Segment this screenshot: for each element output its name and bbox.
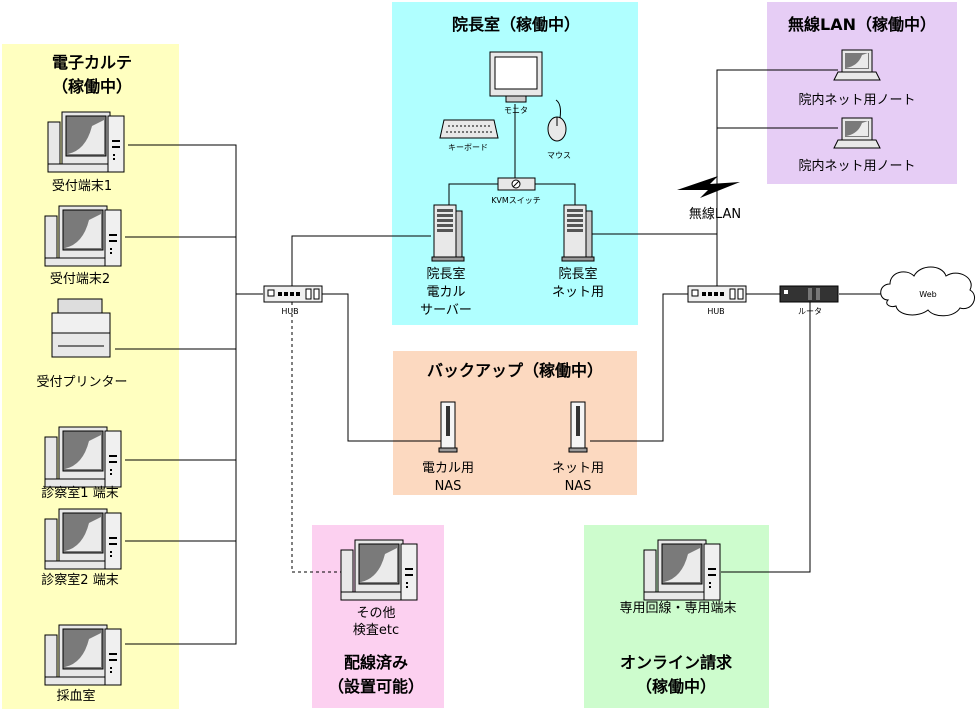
wired-title-2: （設置可能） xyxy=(328,677,424,696)
server-left-label: 電カル xyxy=(426,285,465,300)
nas-left-label: 電カル用 xyxy=(422,461,474,476)
wireless-title: 無線LAN（稼働中） xyxy=(788,15,936,34)
online-title-2: （稼働中） xyxy=(636,677,716,696)
mouse-icon xyxy=(547,99,567,142)
device-label: 採血室 xyxy=(56,688,95,704)
nas-right-label: NAS xyxy=(565,479,592,494)
kvm-label: KVMスイッチ xyxy=(491,196,541,205)
device-label: 診察室2 端末 xyxy=(41,572,118,588)
zone-wireless xyxy=(767,2,957,184)
device-label: 受付端末1 xyxy=(52,179,112,194)
hub-right-icon xyxy=(687,285,747,303)
monitor-label: モニタ xyxy=(504,106,528,115)
wireless-signal-icon xyxy=(677,176,740,198)
planned-wire xyxy=(291,302,341,573)
hub-right-label: HUB xyxy=(707,307,724,316)
laptop-label: 院内ネット用ノート xyxy=(798,92,915,108)
device-label: 受付プリンター xyxy=(36,375,127,390)
server-right-label: ネット用 xyxy=(552,285,604,300)
mouse-label: マウス xyxy=(547,151,571,160)
router-label: ルータ xyxy=(798,307,822,316)
printer-icon xyxy=(51,298,111,358)
device-label: 受付端末2 xyxy=(50,272,110,287)
wired-title-1: 配線済み xyxy=(344,653,408,672)
hub-left-icon xyxy=(263,285,323,303)
server-left-label: サーバー xyxy=(420,303,472,318)
device-label: 診察室1 端末 xyxy=(41,485,118,501)
keyboard-icon xyxy=(439,119,499,139)
karte-title-1: 電子カルテ xyxy=(52,53,132,72)
nas-left-icon xyxy=(438,401,458,453)
other-label: その他 xyxy=(356,606,395,621)
zone-backup xyxy=(393,351,637,495)
director-net-server-icon xyxy=(561,204,595,262)
nas-right-label: ネット用 xyxy=(552,461,604,476)
router-icon xyxy=(779,285,839,303)
nas-left-label: NAS xyxy=(435,479,462,494)
online-title-1: オンライン請求 xyxy=(620,653,733,672)
keyboard-label: キーボード xyxy=(448,143,488,152)
web-cloud-icon xyxy=(880,266,975,317)
monitor-icon xyxy=(489,51,543,103)
nas-right-icon xyxy=(568,401,588,453)
backup-title: バックアップ（稼働中） xyxy=(427,361,603,380)
other-label: 検査etc xyxy=(353,623,399,638)
director-server-icon xyxy=(431,204,465,262)
online-device-label: 専用回線・専用端末 xyxy=(619,600,736,616)
server-right-label: 院長室 xyxy=(558,266,597,282)
server-left-label: 院長室 xyxy=(426,266,465,282)
director-title: 院長室（稼働中） xyxy=(452,15,580,34)
hub-left-label: HUB xyxy=(281,307,298,316)
kvm-switch-icon xyxy=(497,177,536,191)
laptop-label: 院内ネット用ノート xyxy=(798,158,915,174)
karte-title-2: （稼働中） xyxy=(52,77,132,96)
wireless-signal-label: 無線LAN xyxy=(689,206,741,222)
cloud-label: Web xyxy=(919,290,936,299)
wires xyxy=(115,69,882,645)
